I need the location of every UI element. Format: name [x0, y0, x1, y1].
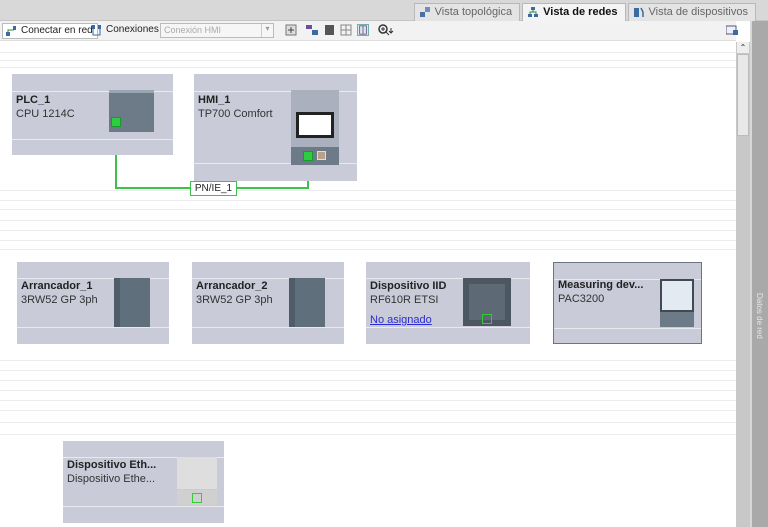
tab-device-view[interactable]: Vista de dispositivos	[627, 3, 756, 21]
device-type: 3RW52 GP 3ph	[21, 294, 98, 306]
device-name: Arrancador_1	[21, 280, 93, 292]
chevron-down-icon[interactable]: ▾	[261, 24, 273, 37]
port-2[interactable]	[317, 151, 326, 160]
profinet-port[interactable]	[111, 117, 121, 127]
device-name: HMI_1	[198, 94, 231, 106]
profinet-port[interactable]	[303, 151, 313, 161]
device-plc-1[interactable]: PLC_1 CPU 1214C	[12, 74, 173, 155]
connections-icon	[92, 25, 101, 36]
device-type: Dispositivo Ethe...	[67, 473, 156, 485]
connection-type-select[interactable]: Conexión HMI ▾	[160, 23, 274, 38]
address-icon[interactable]	[285, 24, 297, 36]
view-tabs: Vista topológica Vista de redes Vista de…	[0, 0, 768, 21]
connections-button[interactable]: Conexiones	[88, 23, 163, 39]
zoom-icon[interactable]	[378, 24, 394, 36]
table-icon[interactable]	[340, 24, 352, 36]
tab-label: Vista de dispositivos	[648, 6, 748, 18]
vertical-scrollbar[interactable]: ⌃	[736, 42, 750, 527]
device-type: 3RW52 GP 3ph	[196, 294, 273, 306]
connect-network-icon	[6, 26, 16, 36]
device-name: Dispositivo IID	[370, 280, 447, 292]
connect-network-button[interactable]: Conectar en red	[2, 23, 98, 39]
device-name: Measuring dev...	[558, 279, 644, 291]
network-icon	[528, 7, 539, 17]
device-dispositivo-iid[interactable]: Dispositivo IID RF610R ETSI No asignado	[366, 262, 530, 344]
hmi-port-area	[291, 147, 339, 165]
network-data-panel[interactable]: Datos de red	[750, 21, 768, 527]
pac3200-base	[660, 312, 694, 327]
device-type: TP700 Comfort	[198, 108, 273, 120]
starter-image	[289, 278, 325, 327]
pac3200-image	[660, 279, 694, 312]
page-icon[interactable]	[323, 24, 335, 36]
tab-label: Vista topológica	[434, 6, 513, 18]
device-measuring-device[interactable]: Measuring dev... PAC3200	[553, 262, 702, 344]
network-data-label[interactable]: Datos de red	[755, 293, 764, 339]
device-type: PAC3200	[558, 293, 605, 305]
profinet-port[interactable]	[482, 314, 492, 324]
not-assigned-link[interactable]: No asignado	[370, 314, 432, 326]
device-name: Arrancador_2	[196, 280, 268, 292]
hmi-image	[291, 90, 339, 147]
device-name: PLC_1	[16, 94, 51, 106]
scroll-thumb[interactable]	[737, 54, 749, 136]
device-arrancador-2[interactable]: Arrancador_2 3RW52 GP 3ph	[192, 262, 344, 344]
tab-network-view[interactable]: Vista de redes	[522, 3, 626, 21]
network-wire[interactable]	[115, 123, 117, 189]
panel-icon[interactable]	[357, 24, 369, 36]
device-type: CPU 1214C	[16, 108, 75, 120]
scroll-up-icon[interactable]: ⌃	[737, 42, 749, 53]
tab-label: Vista de redes	[543, 6, 618, 18]
connection-type-value: Conexión HMI	[164, 25, 222, 35]
profinet-port[interactable]	[192, 493, 202, 503]
devices-icon	[633, 7, 644, 17]
tab-row: Vista topológica Vista de redes Vista de…	[413, 3, 756, 21]
network-canvas[interactable]: PN/IE_1 PLC_1 CPU 1214C HMI_1 TP700 Comf…	[0, 42, 736, 527]
generic-port-area	[177, 490, 217, 505]
device-name: Dispositivo Eth...	[67, 459, 157, 471]
connections-label: Conexiones	[106, 24, 159, 35]
device-dispositivo-ethernet[interactable]: Dispositivo Eth... Dispositivo Ethe...	[63, 441, 224, 523]
connect-label: Conectar en red	[21, 25, 93, 36]
device-arrancador-1[interactable]: Arrancador_1 3RW52 GP 3ph	[17, 262, 169, 344]
toggle-panel-icon[interactable]	[726, 24, 738, 36]
device-hmi-1[interactable]: HMI_1 TP700 Comfort	[194, 74, 357, 181]
starter-image	[114, 278, 150, 327]
topology-icon	[419, 7, 430, 17]
generic-device-image	[177, 457, 217, 489]
network-label[interactable]: PN/IE_1	[190, 181, 237, 196]
grid-icon[interactable]	[306, 24, 318, 36]
device-type: RF610R ETSI	[370, 294, 439, 306]
tab-topology-view[interactable]: Vista topológica	[413, 3, 521, 21]
